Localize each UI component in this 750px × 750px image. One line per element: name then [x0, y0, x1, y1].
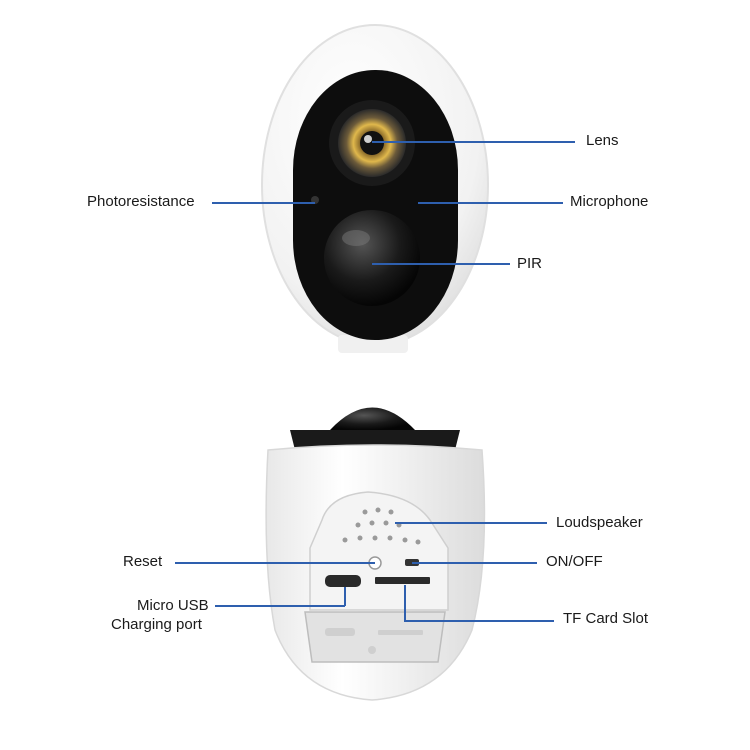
lens-label: Lens: [586, 132, 619, 149]
micro-usb-label-line1: Micro USB: [137, 597, 209, 614]
micro-usb-port-icon: [325, 575, 361, 587]
reset-callout-line: [175, 562, 375, 564]
loudspeaker-label: Loudspeaker: [556, 514, 643, 531]
tf-card-callout-line: [404, 620, 554, 622]
on-off-callout-line: [412, 562, 537, 564]
photoresistance-label: Photoresistance: [87, 193, 195, 210]
tf-card-slot-label: TF Card Slot: [563, 610, 649, 627]
rubber-cover: [304, 611, 446, 663]
lens-icon: [329, 100, 415, 186]
loudspeaker-callout-line: [395, 522, 547, 524]
pir-callout-line: [372, 263, 510, 265]
microphone-callout-line: [418, 202, 563, 204]
photoresistance-callout-line: [212, 202, 315, 204]
on-off-label: ON/OFF: [546, 553, 603, 570]
tf-card-callout-vertical: [404, 585, 406, 621]
micro-usb-callout-vertical: [344, 587, 346, 606]
pir-label: PIR: [517, 255, 543, 272]
lens-callout-line: [372, 141, 575, 143]
camera-back-view: [265, 407, 486, 701]
microphone-label: Microphone: [570, 193, 649, 210]
reset-label: Reset: [123, 553, 163, 570]
tf-card-slot-icon: [375, 577, 430, 584]
pir-sensor-icon: [324, 210, 420, 306]
micro-usb-label-line2: Charging port: [111, 616, 202, 633]
micro-usb-callout-line: [215, 605, 345, 607]
